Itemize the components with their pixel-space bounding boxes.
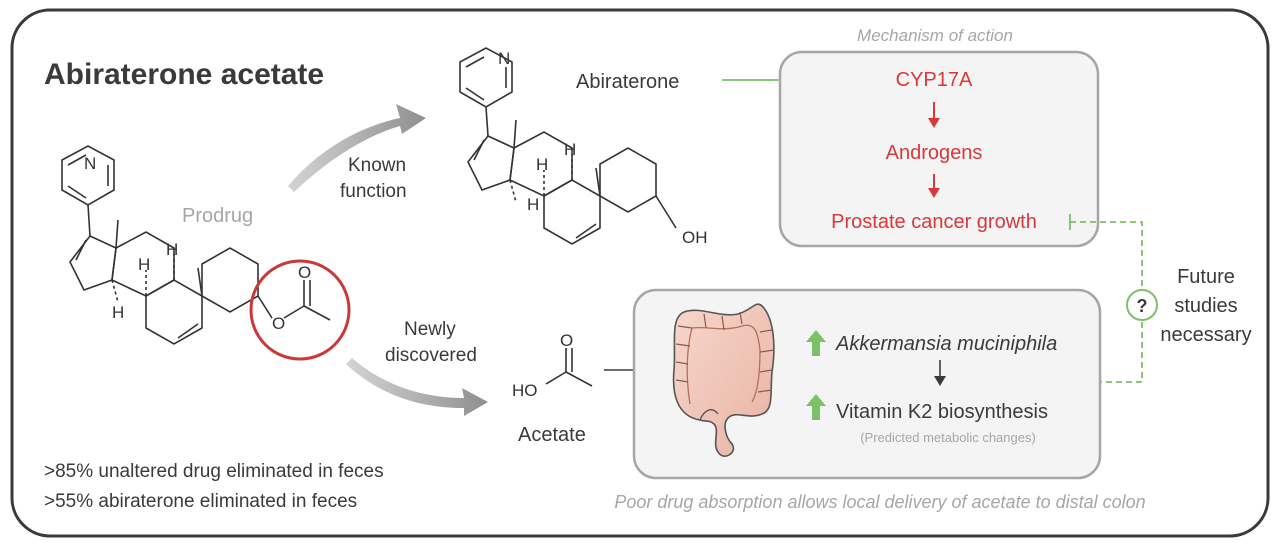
- atom-h-top-1: H: [536, 155, 548, 174]
- page-title: Abiraterone acetate: [44, 58, 324, 91]
- mechanism-step-androgens: Androgens: [886, 142, 983, 164]
- newly-discovered-arrow: [346, 358, 488, 416]
- footer-note: Poor drug absorption allows local delive…: [614, 492, 1145, 512]
- future-label-line1: Future: [1177, 266, 1235, 288]
- newly-discovered-label-line1: Newly: [404, 319, 456, 340]
- dashed-link-upper: [1070, 221, 1143, 288]
- atom-h-left-3: H: [112, 303, 124, 322]
- atom-h-top-3: H: [527, 195, 539, 214]
- atom-h-top-2: H: [564, 140, 576, 159]
- mechanism-box: [778, 50, 1100, 248]
- mechanism-title: Mechanism of action: [857, 26, 1013, 45]
- future-label-line2: studies: [1174, 295, 1237, 317]
- bacterium-to-pathway-arrow-head: [934, 376, 946, 386]
- acetate-label: Acetate: [518, 424, 586, 446]
- mechanism-step-prostate-growth: Prostate cancer growth: [831, 211, 1037, 233]
- elimination-note-2: >55% abiraterone eliminated in feces: [44, 491, 357, 512]
- question-mark: ?: [1137, 296, 1148, 316]
- abiraterone-acetate-structure: [61, 145, 331, 345]
- known-function-label-line1: Known: [348, 155, 406, 176]
- increase-arrow-akkermansia: [806, 330, 826, 356]
- prodrug-label: Prodrug: [182, 205, 253, 227]
- acetate-highlight-circle: [249, 259, 351, 361]
- atom-o-carbonyl: O: [298, 263, 311, 282]
- mechanism-arrow-2-head: [928, 188, 940, 198]
- gut-box-note: (Predicted metabolic changes): [860, 430, 1036, 445]
- atom-h-left-2: H: [166, 240, 178, 259]
- mechanism-arrow-1-head: [928, 118, 940, 128]
- atom-o-ester: O: [272, 314, 285, 333]
- abiraterone-label: Abiraterone: [576, 71, 679, 93]
- dashed-link-lower: [1100, 322, 1143, 383]
- bacterium-label: Akkermansia muciniphila: [835, 333, 1057, 355]
- atom-n-left: N: [84, 154, 96, 173]
- mechanism-step-cyp17a: CYP17A: [896, 69, 973, 91]
- newly-discovered-label-line2: discovered: [385, 345, 477, 366]
- future-label-line3: necessary: [1160, 324, 1251, 346]
- acetate-structure: [545, 348, 593, 387]
- elimination-note-1: >85% unaltered drug eliminated in feces: [44, 461, 384, 482]
- known-function-arrow: [288, 104, 426, 192]
- atom-n-top: N: [498, 49, 510, 68]
- pathway-label: Vitamin K2 biosynthesis: [836, 401, 1048, 423]
- atom-ho-acetate: HO: [512, 381, 538, 400]
- increase-arrow-vitamin-k2: [806, 394, 826, 420]
- atom-o-acetate: O: [560, 331, 573, 350]
- colon-illustration: [672, 303, 775, 457]
- known-function-label-line2: function: [340, 181, 407, 202]
- abiraterone-structure: [459, 47, 677, 245]
- atom-h-left-1: H: [138, 255, 150, 274]
- atom-oh-top: OH: [682, 228, 708, 247]
- question-circle: [1126, 289, 1158, 321]
